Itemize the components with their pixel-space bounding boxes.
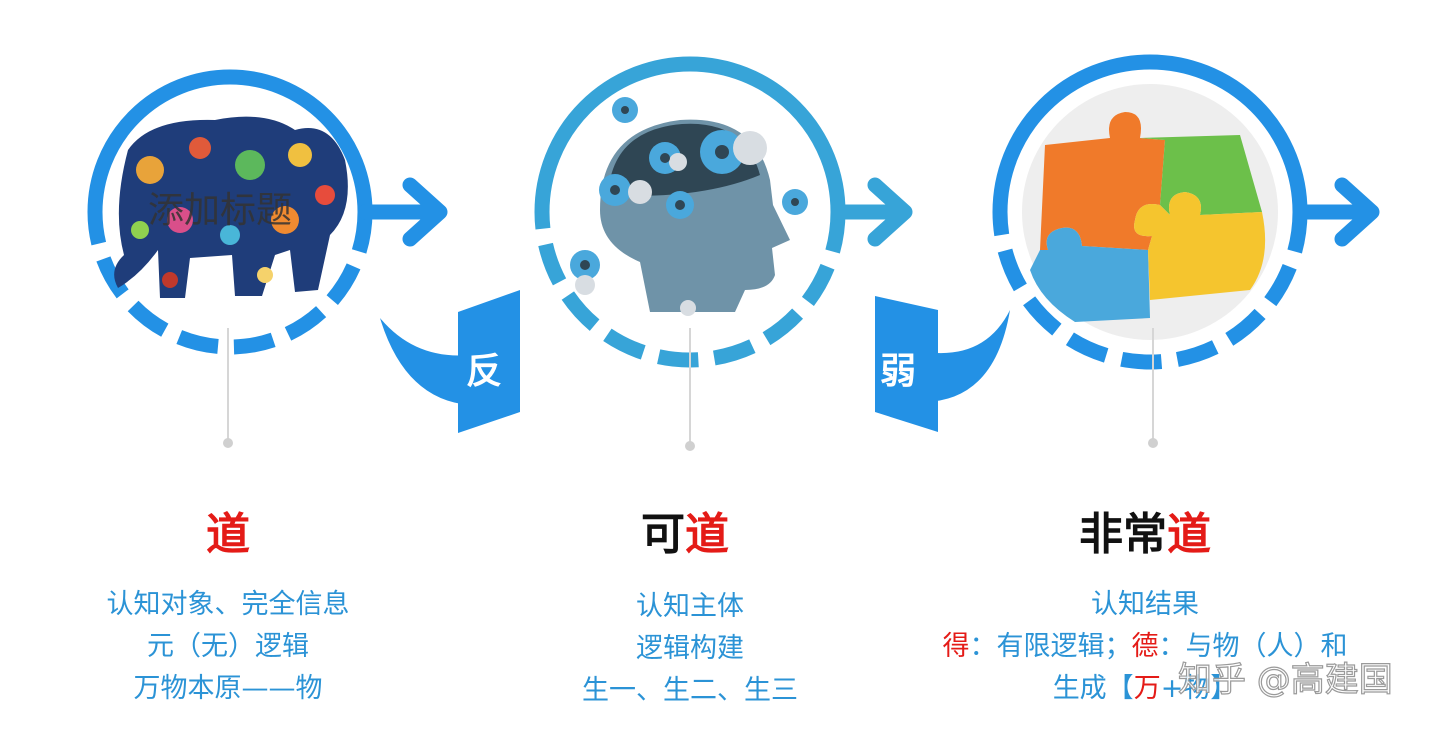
stage-2-desc-line-1: 认知主体 (636, 591, 744, 622)
head-with-gears-illustration (570, 97, 808, 316)
stage-1-desc-line-2: 元（无）逻辑 (147, 631, 309, 662)
stage-1-title: 道 (128, 498, 328, 562)
line3-prefix: 生成【 (1052, 673, 1134, 704)
line3-suffix: +物】 (1160, 673, 1238, 704)
connector-1-curve-icon (380, 318, 470, 405)
stage-3-title-black: 非常 (1079, 509, 1167, 560)
stage-2-description: 认知主体 逻辑构建 生一、生二、生三 (510, 586, 870, 712)
stage-3-title-red: 道 (1167, 509, 1211, 560)
line3-red: 万 (1133, 673, 1161, 704)
stage-3-desc-line-3: 生成【万+物】 (900, 668, 1390, 710)
connector-2-label: 弱 (880, 351, 916, 392)
watermark: 知乎 @高建国 (1177, 659, 1393, 700)
jigsaw-puzzle-illustration (1022, 84, 1278, 340)
stage-2-arrow-icon (830, 177, 913, 247)
stage-2-desc-line-3: 生一、生二、生三 (582, 675, 798, 706)
stage-3-title: 非常道 (1045, 498, 1245, 562)
stage-1-arrow-icon (357, 177, 448, 247)
stage-1-title-red: 道 (206, 509, 250, 560)
connector-2-tab (875, 296, 938, 432)
stage-2-title-red: 道 (685, 509, 729, 560)
stage-stems (227, 328, 1154, 445)
stage-1-desc-line-1: 认知对象、完全信息 (106, 589, 350, 620)
stage-2-title: 可道 (585, 498, 785, 562)
stage-2-desc-line-2: 逻辑构建 (636, 633, 744, 664)
stage-3-desc-line-1: 认知结果 (1091, 589, 1199, 620)
stage-3-ring (992, 54, 1308, 370)
image-overlay-text: 添加标题 (148, 190, 292, 231)
connector-2-curve-icon (925, 310, 1010, 402)
stage-3-description: 认知结果 得：有限逻辑；德：与物（人）和 生成【万+物】 (900, 584, 1390, 710)
de-virtue-text: ：与物（人）和 (1158, 631, 1348, 662)
stem-dots (223, 438, 1158, 451)
de-virtue-label: 德 (1131, 631, 1159, 662)
stage-1-desc-line-3: 万物本原——物 (133, 673, 323, 704)
elephant-illustration (114, 116, 348, 299)
de-obtain-text: ：有限逻辑； (969, 631, 1132, 662)
stage-3-desc-line-2: 得：有限逻辑；德：与物（人）和 (900, 626, 1390, 668)
stage-1-ring (87, 69, 373, 355)
stage-2-title-black: 可 (641, 509, 685, 560)
connector-1-tab (458, 290, 520, 433)
stage-1-description: 认知对象、完全信息 元（无）逻辑 万物本原——物 (48, 584, 408, 710)
stage-3-arrow-icon (1292, 177, 1380, 247)
connector-1-label: 反 (466, 351, 502, 392)
de-obtain-label: 得 (942, 631, 970, 662)
